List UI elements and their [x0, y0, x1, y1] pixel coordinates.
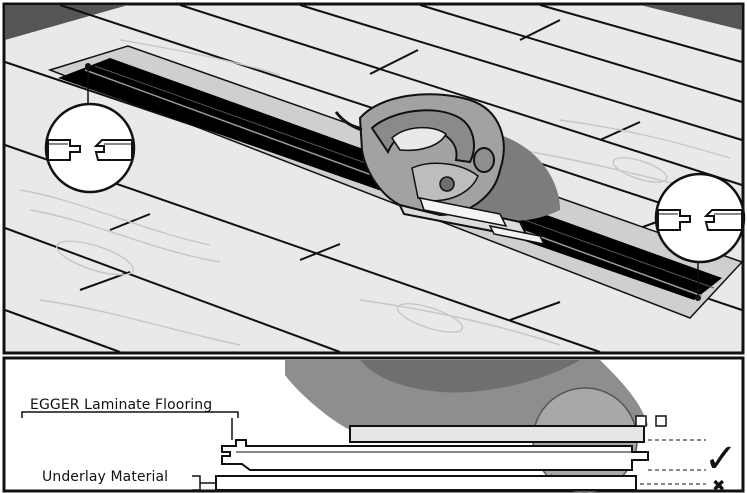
saw-arbor-knob	[440, 177, 454, 191]
joint-detail-left	[46, 104, 134, 192]
top-panel	[4, 4, 744, 353]
laminate-flooring-label: EGGER Laminate Flooring	[30, 397, 212, 413]
underlay-material-label: Underlay Material	[42, 469, 168, 485]
underlay-layer	[216, 476, 636, 490]
saw-side-base-plate	[350, 426, 644, 442]
cross-mark-icon: ✖	[712, 476, 725, 493]
saw-plate-notch-2	[656, 416, 666, 426]
joint-detail-right	[656, 174, 744, 262]
saw-plate-notch	[636, 416, 646, 426]
saw-depth-knob	[474, 148, 494, 172]
